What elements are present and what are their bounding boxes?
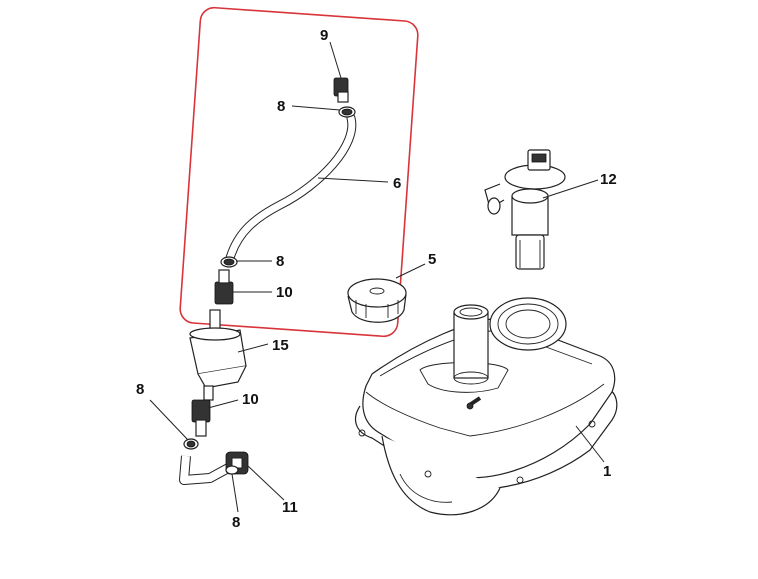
label-part-5: 5 (428, 251, 436, 268)
label-part-12: 12 (600, 171, 617, 188)
connector-10-mid-part (214, 269, 234, 305)
clamp-8-top-part (338, 106, 356, 118)
clamp-8-low-part (183, 438, 199, 450)
highlight-box (179, 6, 419, 338)
fuel-tank-part (354, 297, 618, 516)
label-part-10-low: 10 (242, 391, 259, 408)
label-part-15: 15 (272, 337, 289, 354)
leader-lines (149, 41, 605, 513)
label-part-10-mid: 10 (276, 284, 293, 301)
fuel-filter-part (189, 309, 247, 401)
elbow-fitting-11-part (225, 451, 249, 475)
label-part-8-mid: 8 (276, 253, 284, 270)
label-part-6: 6 (393, 175, 401, 192)
label-part-8-top: 8 (277, 98, 285, 115)
label-part-1: 1 (603, 463, 611, 480)
connector-9-part (333, 77, 349, 103)
label-part-8-left: 8 (136, 381, 144, 398)
tank-cap-part (347, 278, 407, 323)
fuel-hose-part (225, 113, 357, 263)
clamp-8-mid-part (220, 256, 238, 268)
connector-10-low-part (191, 399, 211, 437)
label-part-9: 9 (320, 27, 328, 44)
label-part-8-bottom: 8 (232, 514, 240, 531)
fuel-pump-part (484, 149, 566, 270)
lower-hose-part (179, 455, 235, 485)
label-part-11: 11 (282, 499, 298, 516)
